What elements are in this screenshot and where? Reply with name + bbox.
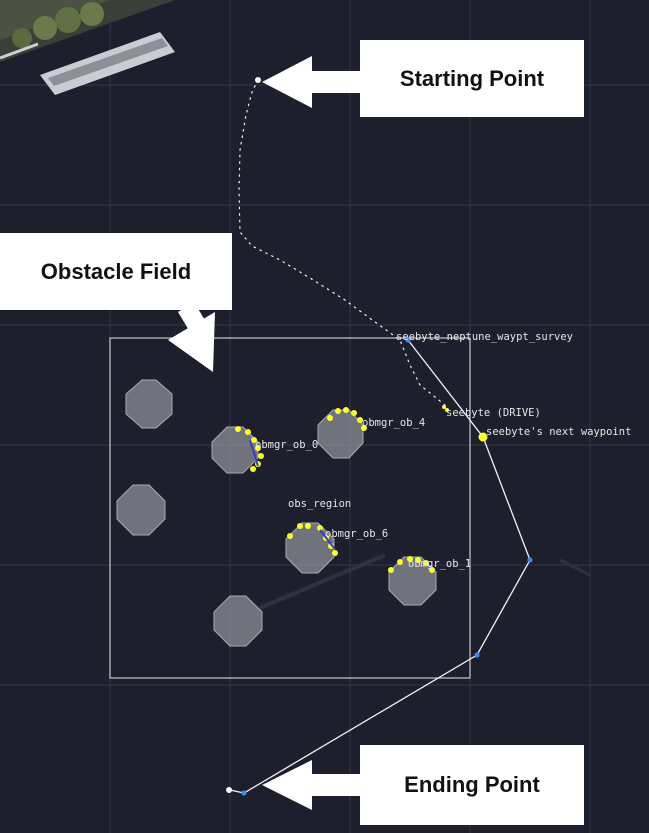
callout-ending-point-text: Ending Point [404, 772, 540, 797]
obstacle-octagon [125, 379, 173, 429]
water-streak [254, 553, 386, 612]
callout-obstacle-field: Obstacle Field [0, 233, 232, 310]
callout-starting-point: Starting Point [360, 40, 584, 117]
waypoints [241, 337, 533, 796]
contact-edge [249, 439, 259, 467]
contact-points [235, 405, 449, 573]
obstacle-octagon [116, 484, 166, 536]
end-marker [226, 787, 232, 793]
callout-starting-point-text: Starting Point [399, 65, 545, 91]
callout-ending-point: Ending Point [360, 745, 584, 825]
obstacle-octagon [213, 595, 263, 647]
contact-edge [319, 529, 335, 549]
start-marker [255, 77, 261, 83]
label-survey-waypoint: seebyte_neptune_waypt_survey [396, 331, 573, 343]
label-vehicle: seebyte (DRIVE) [446, 407, 541, 419]
obs-region-boundary [109, 337, 471, 679]
next-waypoint-marker [478, 432, 488, 442]
callout-obstacle-field-text: Obstacle Field [40, 258, 192, 284]
shoreline [0, 0, 175, 95]
obstacles [116, 379, 437, 647]
arrow-end [262, 760, 362, 810]
label-ob-0: obmgr_ob_0 [255, 439, 318, 451]
label-obs-region: obs_region [288, 498, 351, 510]
label-ob-4: obmgr_ob_4 [362, 417, 425, 429]
label-ob-1: obmgr_ob_1 [408, 558, 471, 570]
label-ob-6: obmgr_ob_6 [325, 528, 388, 540]
water-streak [559, 558, 591, 577]
obstacle-octagon [285, 522, 335, 574]
label-next-waypoint: seebyte's next waypoint [486, 426, 631, 438]
arrow-start [262, 56, 362, 108]
